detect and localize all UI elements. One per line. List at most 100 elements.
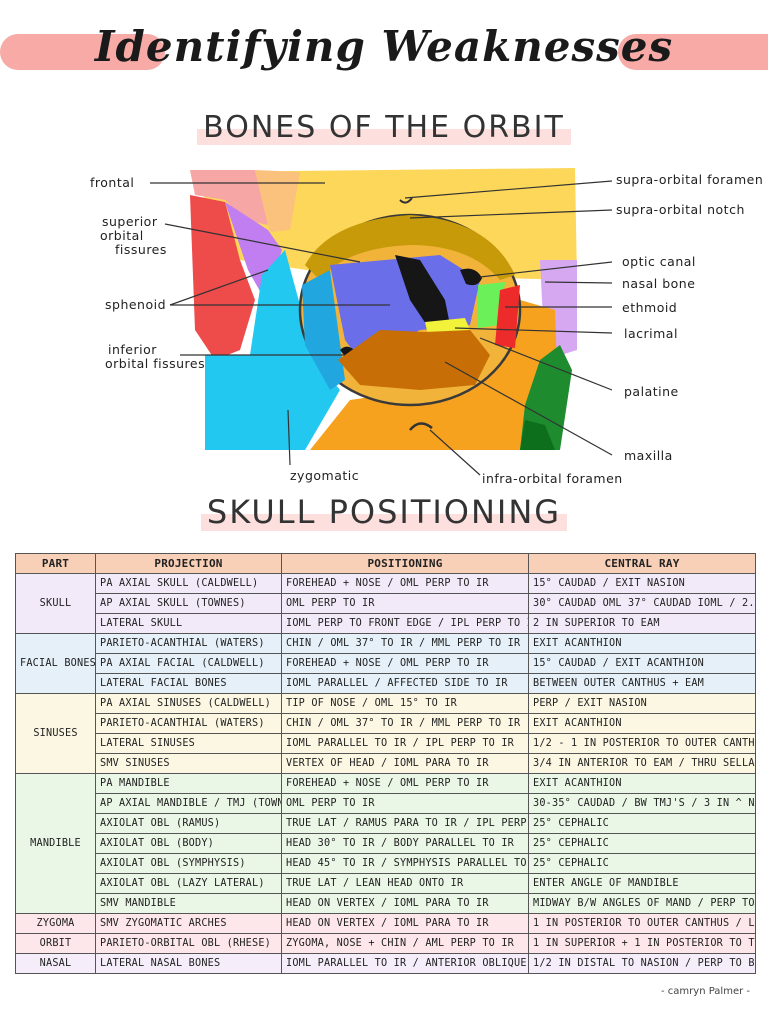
- central-ray-cell: PERP / EXIT NASION: [528, 693, 756, 714]
- projection-cell: PA AXIAL SINUSES (CALDWELL): [95, 693, 282, 714]
- label-frontal: frontal: [90, 175, 134, 190]
- positioning-cell: IOML PARALLEL TO IR / ANTERIOR OBLIQUE P…: [281, 953, 529, 974]
- projection-cell: AP AXIAL MANDIBLE / TMJ (TOWNES): [95, 793, 282, 814]
- central-ray-cell: 25° CEPHALIC: [528, 853, 756, 874]
- positioning-cell: TIP OF NOSE / OML 15° TO IR: [281, 693, 529, 714]
- table-row: AXIOLAT OBL (LAZY LATERAL)TRUE LAT / LEA…: [15, 873, 756, 894]
- positioning-cell: FOREHEAD + NOSE / OML PERP TO IR: [281, 573, 529, 594]
- projection-cell: AXIOLAT OBL (SYMPHYSIS): [95, 853, 282, 874]
- zygomatic-orbit-part: [302, 270, 345, 390]
- lacrimal-bone: [495, 285, 520, 348]
- label-superior-1: superior: [102, 214, 158, 229]
- projection-cell: AXIOLAT OBL (BODY): [95, 833, 282, 854]
- label-nasal-bone: nasal bone: [622, 276, 695, 291]
- positioning-cell: HEAD ON VERTEX / IOML PARA TO IR: [281, 913, 529, 934]
- table-row: AXIOLAT OBL (RAMUS)TRUE LAT / RAMUS PARA…: [15, 813, 756, 834]
- accent-bar-left: [0, 34, 165, 70]
- label-maxilla: maxilla: [624, 448, 673, 463]
- label-supra-orbital-foramen: supra-orbital foramen: [616, 172, 763, 187]
- section-title-orbit: BONES OF THE ORBIT: [0, 110, 768, 145]
- header-positioning: POSITIONING: [281, 553, 529, 574]
- positioning-cell: OML PERP TO IR: [281, 593, 529, 614]
- central-ray-cell: EXIT ACANTHION: [528, 633, 756, 654]
- header-projection: PROJECTION: [95, 553, 282, 574]
- central-ray-cell: 25° CEPHALIC: [528, 833, 756, 854]
- positioning-cell: OML PERP TO IR: [281, 793, 529, 814]
- positioning-cell: CHIN / OML 37° TO IR / MML PERP TO IR: [281, 633, 529, 654]
- central-ray-cell: 30-35° CAUDAD / BW TMJ'S / 3 IN ^ NASION: [528, 793, 756, 814]
- projection-cell: PARIETO-ACANTHIAL (WATERS): [95, 633, 282, 654]
- positioning-cell: IOML PARALLEL TO IR / IPL PERP TO IR: [281, 733, 529, 754]
- label-inferior-2: orbital fissures: [105, 356, 205, 371]
- central-ray-cell: 15° CAUDAD / EXIT ACANTHION: [528, 653, 756, 674]
- label-ethmoid: ethmoid: [622, 300, 677, 315]
- projection-cell: PARIETO-ACANTHIAL (WATERS): [95, 713, 282, 734]
- label-infra-orbital-foramen: infra-orbital foramen: [482, 471, 623, 486]
- part-cell: MANDIBLE: [15, 773, 96, 914]
- part-cell: NASAL: [15, 953, 96, 974]
- projection-cell: LATERAL SINUSES: [95, 733, 282, 754]
- label-inferior-1: inferior: [108, 342, 157, 357]
- central-ray-cell: 1 IN POSTERIOR TO OUTER CANTHUS / LEVEL …: [528, 913, 756, 934]
- projection-cell: PA AXIAL SKULL (CALDWELL): [95, 573, 282, 594]
- page-title: Identifying Weaknesses: [94, 22, 674, 71]
- central-ray-cell: 3/4 IN ANTERIOR TO EAM / THRU SELLA TURC…: [528, 753, 756, 774]
- projection-cell: LATERAL SKULL: [95, 613, 282, 634]
- central-ray-cell: 30° CAUDAD OML 37° CAUDAD IOML / 2.5 IN …: [528, 593, 756, 614]
- positioning-table: PART PROJECTION POSITIONING CENTRAL RAY …: [15, 553, 756, 974]
- section-title-skull: SKULL POSITIONING: [0, 493, 768, 531]
- table-row: AXIOLAT OBL (SYMPHYSIS)HEAD 45° TO IR / …: [15, 853, 756, 874]
- accent-bar-right: [618, 34, 768, 70]
- positioning-cell: HEAD 45° TO IR / SYMPHYSIS PARALLEL TO I…: [281, 853, 529, 874]
- positioning-cell: IOML PERP TO FRONT EDGE / IPL PERP TO IR: [281, 613, 529, 634]
- positioning-cell: HEAD 30° TO IR / BODY PARALLEL TO IR: [281, 833, 529, 854]
- part-cell: SINUSES: [15, 693, 96, 774]
- table-row: PA AXIAL FACIAL (CALDWELL)FOREHEAD + NOS…: [15, 653, 756, 674]
- central-ray-cell: BETWEEN OUTER CANTHUS + EAM: [528, 673, 756, 694]
- projection-cell: LATERAL NASAL BONES: [95, 953, 282, 974]
- central-ray-cell: 15° CAUDAD / EXIT NASION: [528, 573, 756, 594]
- label-sphenoid: sphenoid: [105, 297, 166, 312]
- projection-cell: SMV ZYGOMATIC ARCHES: [95, 913, 282, 934]
- positioning-cell: CHIN / OML 37° TO IR / MML PERP TO IR: [281, 713, 529, 734]
- positioning-cell: VERTEX OF HEAD / IOML PARA TO IR: [281, 753, 529, 774]
- label-optic-canal: optic canal: [622, 254, 696, 269]
- zygomatic-bone: [205, 250, 340, 450]
- central-ray-cell: 25° CEPHALIC: [528, 813, 756, 834]
- top-orange-block: [255, 170, 300, 232]
- label-lacrimal: lacrimal: [624, 326, 678, 341]
- central-ray-cell: ENTER ANGLE OF MANDIBLE: [528, 873, 756, 894]
- label-superior-3: fissures: [115, 242, 167, 257]
- positioning-cell: TRUE LAT / RAMUS PARA TO IR / IPL PERP T…: [281, 813, 529, 834]
- positioning-cell: IOML PARALLEL / AFFECTED SIDE TO IR: [281, 673, 529, 694]
- orbit-diagram: frontal superior orbital fissures spheno…: [90, 168, 763, 486]
- orbital-floor: [338, 330, 490, 390]
- table-row: AXIOLAT OBL (BODY)HEAD 30° TO IR / BODY …: [15, 833, 756, 854]
- table-row: PARIETO-ACANTHIAL (WATERS)CHIN / OML 37°…: [15, 713, 756, 734]
- positioning-cell: TRUE LAT / LEAN HEAD ONTO IR: [281, 873, 529, 894]
- projection-cell: SMV SINUSES: [95, 753, 282, 774]
- projection-cell: SMV MANDIBLE: [95, 893, 282, 914]
- projection-cell: PA AXIAL FACIAL (CALDWELL): [95, 653, 282, 674]
- projection-cell: AP AXIAL SKULL (TOWNES): [95, 593, 282, 614]
- top-left-block: [190, 170, 268, 225]
- optic-canal: [460, 268, 482, 286]
- left-red-bone: [190, 195, 255, 360]
- dark-green-edge: [520, 420, 555, 450]
- projection-cell: PA MANDIBLE: [95, 773, 282, 794]
- section-title-skull-text: SKULL POSITIONING: [200, 493, 568, 531]
- part-cell: ZYGOMA: [15, 913, 96, 934]
- central-ray-cell: 1 IN SUPERIOR + 1 IN POSTERIOR TO TEA: [528, 933, 756, 954]
- positioning-cell: FOREHEAD + NOSE / OML PERP TO IR: [281, 653, 529, 674]
- central-ray-cell: MIDWAY B/W ANGLES OF MAND / PERP TO IOML: [528, 893, 756, 914]
- header-central-ray: CENTRAL RAY: [528, 553, 756, 574]
- label-palatine: palatine: [624, 384, 679, 399]
